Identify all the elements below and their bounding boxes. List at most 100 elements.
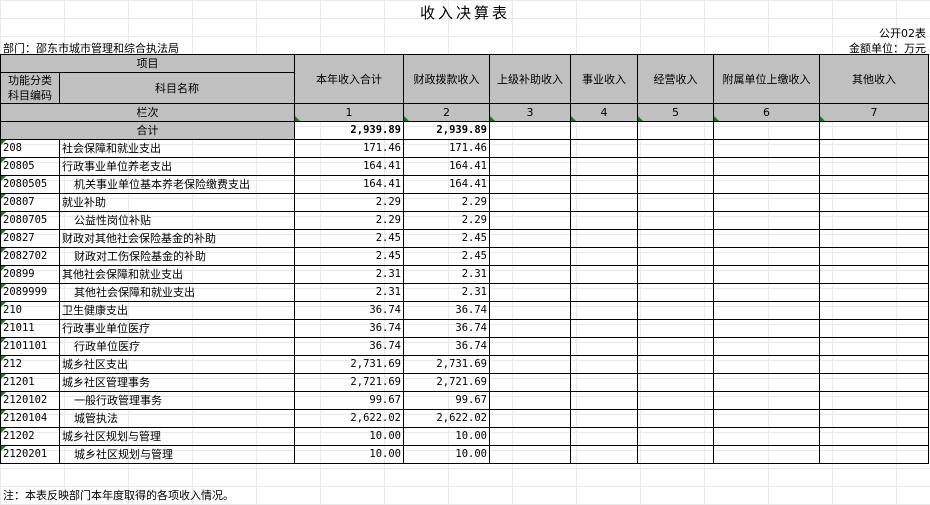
row-col3	[489, 211, 571, 230]
row-name: 城乡社区规划与管理	[59, 427, 295, 446]
row-col4	[570, 265, 638, 284]
row-code: 2089999	[0, 283, 60, 302]
col-number-5: 5	[637, 103, 714, 122]
row-col1: 2.31	[294, 265, 404, 284]
row-code: 20807	[0, 193, 60, 212]
row-col6	[713, 373, 820, 392]
row-col1: 10.00	[294, 427, 404, 446]
row-col3	[489, 445, 571, 464]
row-col7	[819, 319, 929, 338]
row-col7	[819, 157, 929, 176]
row-col1: 36.74	[294, 301, 404, 320]
row-col1: 164.41	[294, 157, 404, 176]
row-col3	[489, 157, 571, 176]
row-col7	[819, 445, 929, 464]
row-col3	[489, 319, 571, 338]
row-col5	[637, 445, 714, 464]
row-col7	[819, 247, 929, 266]
row-col2: 10.00	[403, 445, 490, 464]
row-code: 21201	[0, 373, 60, 392]
row-col1: 2.29	[294, 211, 404, 230]
row-col6	[713, 445, 820, 464]
row-name: 其他社会保障和就业支出	[59, 283, 295, 302]
row-code: 2080705	[0, 211, 60, 230]
row-col6	[713, 211, 820, 230]
row-col6	[713, 391, 820, 410]
row-col3	[489, 391, 571, 410]
row-col6	[713, 229, 820, 248]
row-col5	[637, 355, 714, 374]
row-code: 21011	[0, 319, 60, 338]
row-name: 行政单位医疗	[59, 337, 295, 356]
header-col6: 附属单位上缴收入	[713, 54, 820, 104]
row-col7	[819, 139, 929, 158]
row-col5	[637, 283, 714, 302]
row-col4	[570, 211, 638, 230]
row-col5	[637, 193, 714, 212]
row-name: 其他社会保障和就业支出	[59, 265, 295, 284]
header-code: 功能分类科目编码	[0, 72, 60, 104]
row-col6	[713, 283, 820, 302]
page-title: 收入决算表	[419, 4, 510, 22]
row-col7	[819, 409, 929, 428]
row-col4	[570, 373, 638, 392]
row-name: 就业补助	[59, 193, 295, 212]
row-col5	[637, 319, 714, 338]
col-number-2: 2	[403, 103, 490, 122]
row-col3	[489, 337, 571, 356]
row-col7	[819, 373, 929, 392]
row-col5	[637, 175, 714, 194]
row-name: 城乡社区规划与管理	[59, 445, 295, 464]
row-col2: 2,721.69	[403, 373, 490, 392]
row-col6	[713, 319, 820, 338]
row-code: 2120201	[0, 445, 60, 464]
row-col6	[713, 301, 820, 320]
row-col6	[713, 337, 820, 356]
row-col5	[637, 373, 714, 392]
row-code: 2080505	[0, 175, 60, 194]
row-col2: 99.67	[403, 391, 490, 410]
row-col2: 2.45	[403, 247, 490, 266]
col-number-4: 4	[570, 103, 638, 122]
row-col2: 36.74	[403, 337, 490, 356]
row-code: 20899	[0, 265, 60, 284]
row-name: 财政对工伤保险基金的补助	[59, 247, 295, 266]
row-col4	[570, 175, 638, 194]
row-col5	[637, 391, 714, 410]
row-col6	[713, 175, 820, 194]
row-name: 公益性岗位补贴	[59, 211, 295, 230]
header-name: 科目名称	[59, 72, 295, 104]
row-code: 20827	[0, 229, 60, 248]
row-name: 行政事业单位养老支出	[59, 157, 295, 176]
row-col7	[819, 427, 929, 446]
row-col7	[819, 193, 929, 212]
total-col6	[713, 121, 820, 140]
row-col1: 2.31	[294, 283, 404, 302]
row-col2: 36.74	[403, 301, 490, 320]
row-code: 2120102	[0, 391, 60, 410]
row-col1: 2.29	[294, 193, 404, 212]
row-code: 2120104	[0, 409, 60, 428]
unit-label: 金额单位：万元	[849, 42, 926, 55]
row-col5	[637, 157, 714, 176]
total-col7	[819, 121, 929, 140]
row-col3	[489, 301, 571, 320]
header-col7: 其他收入	[819, 54, 929, 104]
row-col1: 36.74	[294, 319, 404, 338]
row-col3	[489, 139, 571, 158]
header-lanci: 栏次	[0, 103, 295, 122]
total-label: 合计	[0, 121, 295, 140]
row-col5	[637, 337, 714, 356]
row-col4	[570, 283, 638, 302]
col-number-6: 6	[713, 103, 820, 122]
row-name: 城乡社区管理事务	[59, 373, 295, 392]
row-col1: 2.45	[294, 247, 404, 266]
